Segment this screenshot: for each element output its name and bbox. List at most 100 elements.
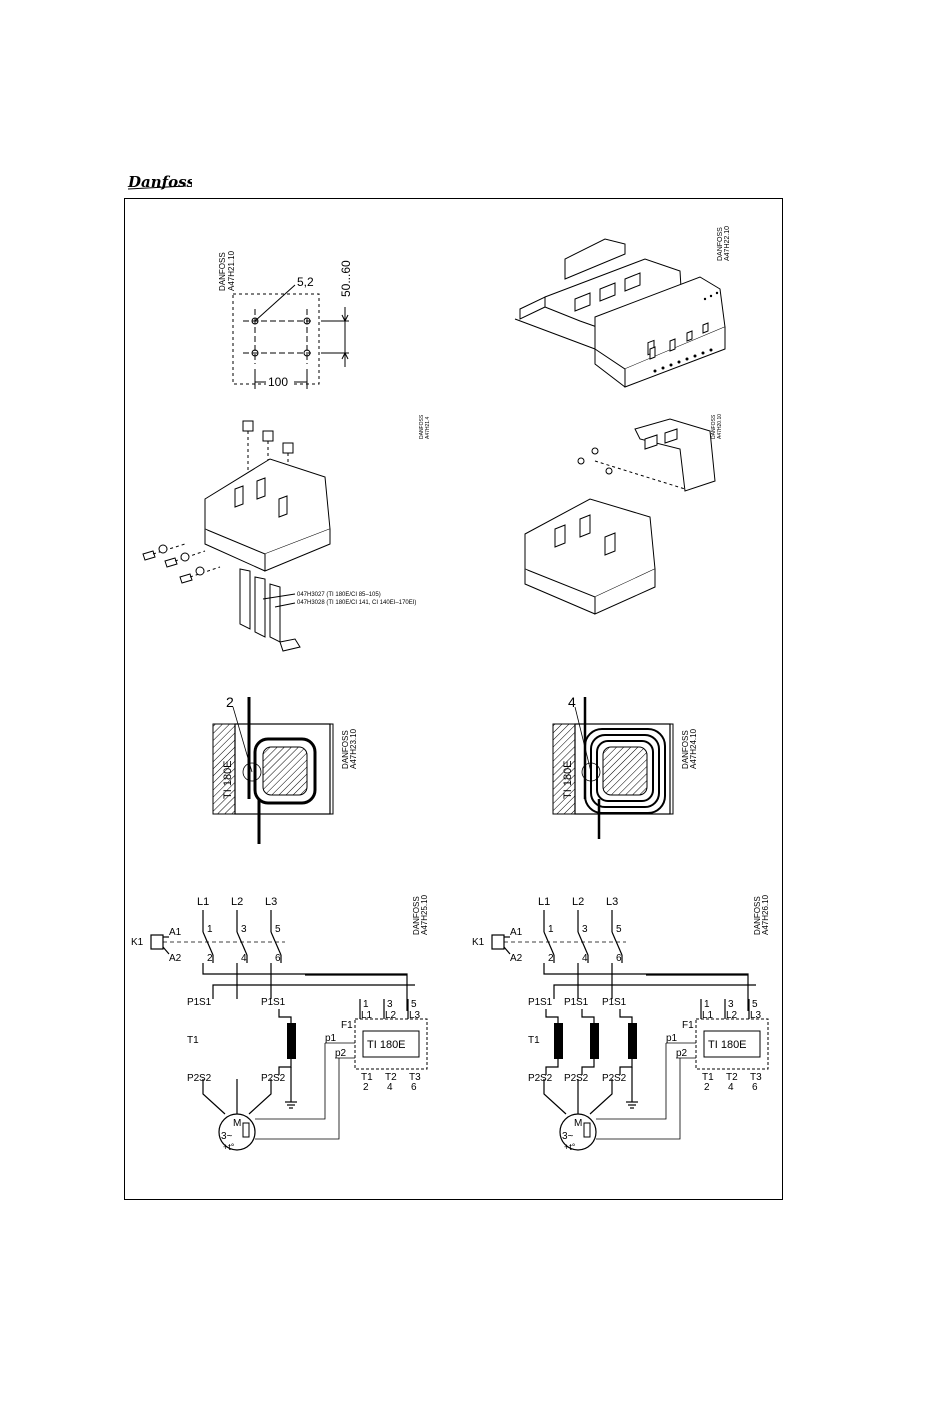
figure-sheet: 5,2 50...60 100 DANFOSS A47H21.10 DANFOS… (131, 226, 770, 1152)
motor-lead (543, 1079, 567, 1115)
terminal-top-label: 5 (275, 924, 281, 935)
motor-lead (202, 1079, 226, 1115)
contactor-contact (543, 931, 555, 956)
relay-input-number: 1 (363, 999, 369, 1010)
terminal-top-label: 3 (241, 924, 247, 935)
relay-output-label: T2 (385, 1072, 397, 1083)
line-label: L1 (538, 896, 550, 908)
relay-output-label: T3 (409, 1072, 421, 1083)
ct-secondary-lead (619, 1059, 633, 1075)
contactor-contact (577, 931, 589, 956)
motor-lead (589, 1079, 613, 1115)
horizontal-spacing-label: 100 (268, 375, 288, 389)
line-label: L2 (231, 896, 243, 908)
line-label: L1 (197, 896, 209, 908)
ct-p1-label: P1 (602, 997, 615, 1008)
ct-secondary-lead (545, 1059, 559, 1075)
relay-output-number: 2 (704, 1082, 710, 1093)
relay-output-number: 4 (387, 1082, 393, 1093)
line-label: L3 (265, 896, 277, 908)
fig5-device-label: TI 180E (222, 760, 234, 799)
relay-label: TI 180E (367, 1039, 406, 1051)
coil-lead (503, 946, 511, 955)
probe-p1-label: p1 (325, 1033, 337, 1044)
ct-p2-label: P2 (187, 1073, 200, 1084)
terminal-bottom-label: 6 (275, 953, 281, 964)
fig6-code-line2: A47H24.10 (689, 728, 698, 769)
four-turns-figure: 4 TI 180E DANFOSS A47H24.10 (552, 694, 698, 839)
relay-input-number: 3 (728, 999, 734, 1010)
ct-s2-label: S2 (614, 1073, 627, 1084)
ct-p2-label: P2 (602, 1073, 615, 1084)
relay-label: TI 180E (708, 1039, 747, 1051)
four-turns-label: 4 (568, 694, 576, 710)
relay-input-number: 1 (704, 999, 710, 1010)
coil-a2-label: A2 (510, 953, 523, 964)
terminal-top-label: 5 (616, 924, 622, 935)
motor-lead (248, 1079, 272, 1115)
relay-body (703, 1030, 761, 1058)
relay-input-label: L2 (385, 1010, 397, 1021)
terminal-bottom-label: 4 (241, 953, 247, 964)
terminal-bottom-label: 6 (616, 953, 622, 964)
coil-a1-label: A1 (169, 927, 182, 938)
motor-label: M (574, 1118, 582, 1129)
ct-s1-label: S1 (614, 997, 627, 1008)
motor-label: M (233, 1118, 241, 1129)
relay-input-label: L1 (702, 1010, 714, 1021)
fig8-code-line1: DANFOSS (753, 896, 762, 935)
contactor-label: K1 (131, 937, 144, 948)
contactor-coil (150, 934, 164, 950)
terminal-bottom-label: 2 (548, 953, 554, 964)
probe-p2-label: p2 (676, 1048, 688, 1059)
current-transformer-core (628, 1023, 637, 1059)
bus-line (212, 984, 415, 999)
ct-s1-label: S1 (199, 997, 212, 1008)
ct-p1-label: P1 (261, 997, 274, 1008)
terminal-bottom-label: 4 (582, 953, 588, 964)
relay-output-number: 6 (411, 1082, 417, 1093)
ct-secondary-lead (581, 1009, 595, 1023)
current-transformer-core (554, 1023, 563, 1059)
bus-line (202, 963, 408, 1011)
relay-input-label: L1 (361, 1010, 373, 1021)
fig5-code-line2: A47H23.10 (349, 728, 358, 769)
relay-output-label: T2 (726, 1072, 738, 1083)
contactor-contact (611, 931, 623, 956)
relay-input-label: L2 (726, 1010, 738, 1021)
fig7-code-line1: DANFOSS (412, 896, 421, 935)
bus-line (553, 984, 756, 999)
bus-line (543, 963, 749, 1011)
contactor-label: K1 (472, 937, 485, 948)
relay-box (354, 1018, 428, 1070)
current-transformer-core (287, 1023, 296, 1059)
ct-secondary-lead (278, 1059, 292, 1075)
coil-a2-label: A2 (169, 953, 182, 964)
thermistor-symbol (242, 1122, 250, 1138)
ct-s2-label: S2 (576, 1073, 589, 1084)
relay-input-number: 5 (411, 999, 417, 1010)
ct-s1-label: S1 (576, 997, 589, 1008)
relay-output-number: 6 (752, 1082, 758, 1093)
busbar-part-a: 047H3027 (TI 180E/CI 85–105) (297, 592, 381, 598)
fig4-code-line1: DANFOSS (711, 414, 717, 439)
ct-secondary-lead (278, 1009, 292, 1023)
thermistor-lead (255, 1058, 340, 1140)
ct-p2-label: P2 (564, 1073, 577, 1084)
transformer-label: T1 (187, 1035, 199, 1046)
two-turns-figure: 2 TI 180E DANFOSS A47H23.10 (212, 694, 358, 844)
fig8-code-line2: A47H26.10 (761, 894, 770, 935)
busbar-part-b: 047H3028 (TI 180E/CI 141, CI 140EI–170EI… (297, 600, 416, 606)
fig6-device-label: TI 180E (562, 760, 574, 799)
ct-s2-label: S2 (199, 1073, 212, 1084)
terminal-top-label: 3 (582, 924, 588, 935)
ct-s2-label: S2 (540, 1073, 553, 1084)
thermistor-symbol (583, 1122, 591, 1138)
motor-phase-label: 3~ (221, 1131, 233, 1142)
fig2-code-line2: A47H22.10 (724, 226, 731, 261)
motor-temp-label: +t° (223, 1142, 235, 1152)
fig3-code-line1: DANFOSS (419, 414, 425, 439)
fig3-code-line2: A47H21.4 (425, 417, 431, 439)
